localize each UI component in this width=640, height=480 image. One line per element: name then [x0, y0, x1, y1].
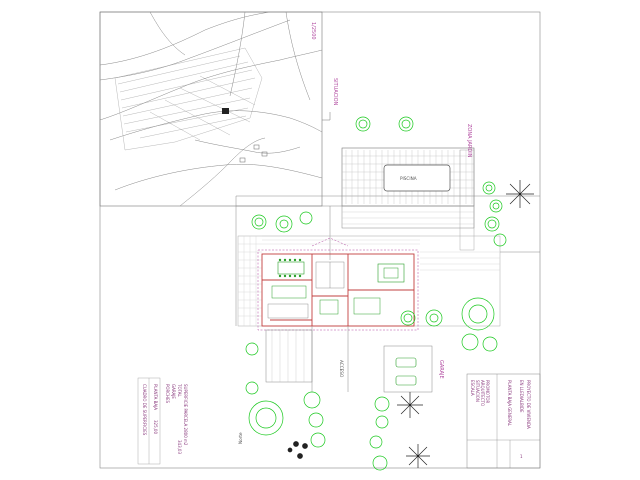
surfaces-table: CUADRO DE SUPERFICIES PLANTA BAJA PORCHE… [137, 377, 188, 465]
surfaces-footer: SUPERFICIE PARCELA 2800 m2 [183, 384, 188, 446]
project-location: EN LLEDIALBIDE [519, 380, 524, 413]
plot-boundaries [235, 195, 540, 326]
surfaces-value: 343,03 [177, 440, 182, 454]
palm-trees [287, 180, 534, 468]
trees [245, 116, 507, 471]
hatched-parcels [114, 47, 263, 151]
sheet-number: 1 [520, 454, 523, 459]
swimming-pool [383, 164, 451, 192]
surfaces-row: PLANTA BAJA [153, 384, 158, 410]
title-line: ARQUITECTO [480, 380, 485, 406]
access-label: ACCESO [339, 360, 344, 378]
garden-label: ZONA JARDIN [466, 124, 472, 158]
surfaces-header: CUADRO DE SUPERFICIES [142, 384, 147, 436]
surfaces-row: GARAJE [171, 384, 176, 399]
title-line: PROMOTOR [485, 380, 490, 404]
kitchen-units [271, 285, 381, 315]
site-marker [222, 108, 229, 114]
title-line: SITUACION [475, 380, 480, 402]
situation-title: SITUACION [332, 78, 338, 106]
title-block: PROYECTO DE VIVIENDA EN LLEDIALBIDE PLAN… [466, 373, 541, 469]
car [395, 357, 417, 368]
garage-label: GARAJE [438, 360, 444, 379]
car [395, 375, 417, 386]
scale-label: 1/2500 [310, 22, 316, 40]
project-title: PROYECTO DE VIVIENDA [526, 380, 531, 429]
pool-area: PISCINA [341, 147, 475, 251]
north-label: Norte [238, 432, 243, 444]
surfaces-row: TOTAL [177, 383, 182, 397]
surfaces-row: PORCHES [165, 384, 170, 403]
situation-map: 1/2500 SITUACION [99, 11, 338, 207]
house-plan: ACCESO [237, 235, 501, 392]
garage-area: GARAJE [383, 345, 444, 393]
title-line: ESCALA [470, 380, 475, 396]
drawing-title: PLANTA BAJA GENERAL [507, 380, 512, 427]
pool-label: PISCINA [400, 176, 417, 181]
sofa-set [377, 263, 405, 283]
surfaces-value: 325,00 [153, 420, 158, 434]
dining-table [277, 258, 305, 278]
